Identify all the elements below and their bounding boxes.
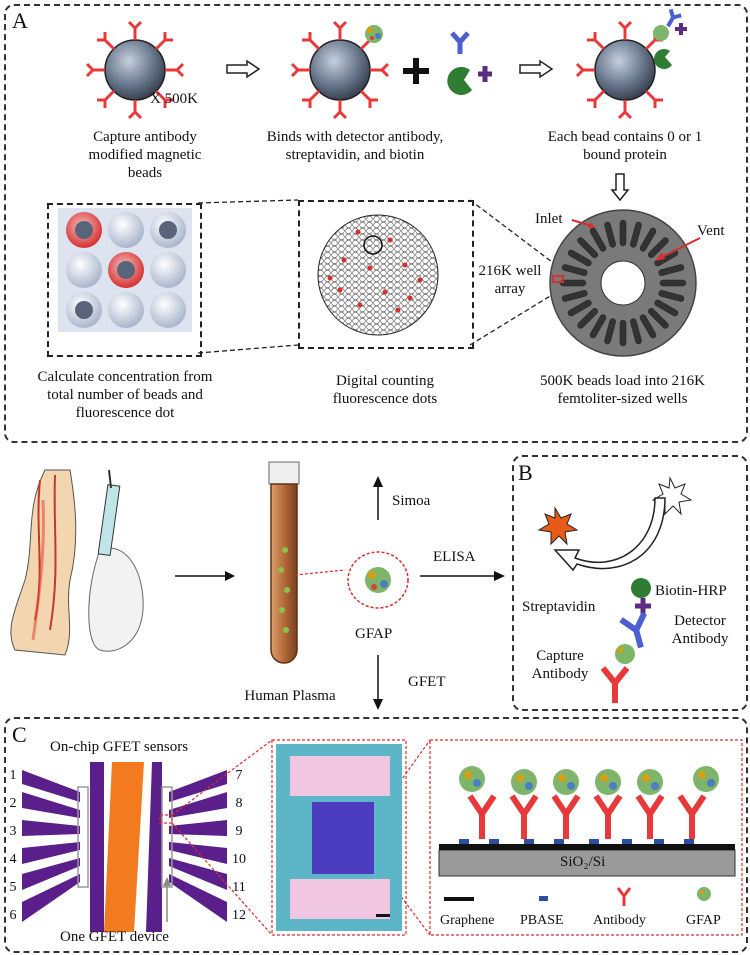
panel-c-label: C [12,722,27,747]
arrow-right-icon [519,59,554,79]
disc-slot [648,308,669,329]
disc-slot [630,318,642,345]
disc-slot [561,290,588,302]
arrow-right-icon [226,59,261,79]
biotin-hrp-label: Biotin-HRP [655,583,727,599]
inlet-arrow-icon [571,219,701,261]
simoa-disc [549,209,697,357]
panel-c [4,717,748,953]
disc-slot [639,314,657,339]
gfap-protein-icon [365,567,391,593]
gfet-sensors-title: On-chip GFET sensors [50,739,189,755]
plasma-label: Human Plasma [244,688,336,704]
plasma-tube [268,461,300,664]
sandwich-bead [575,8,687,120]
disc-slot [567,249,592,267]
simoa-label: Simoa [392,493,431,509]
disc-slot [604,318,616,345]
gfap-label: GFAP [355,626,393,642]
arrow-to-plasma-icon [175,571,235,581]
disc-slot [630,221,642,248]
bead-grid-box [47,203,202,357]
gfet-label: GFET [408,674,446,690]
gfet-chip [22,762,227,932]
bead-grid [58,208,192,332]
disc-slot [619,319,627,347]
disc-slot [561,264,588,276]
vent-label: Vent [697,223,725,239]
inlet-label: Inlet [535,211,563,227]
gfap-protein-icon [365,25,383,43]
disc-slot [619,219,627,247]
well-array-box [298,200,474,349]
legend-graphene: Graphene [440,913,495,928]
legend-pbase: PBASE [520,913,564,928]
elisa-schematic [537,476,693,703]
disc-slot [589,227,607,252]
caption-binding: Binds with detector antibody,streptavidi… [266,129,444,163]
arm-with-syringe [10,469,144,656]
bound-bead [290,20,390,120]
disc-slot [639,227,657,252]
reagents-icon [447,31,492,95]
gfet-micrograph [276,744,402,931]
legend-gfap: GFAP [686,913,721,928]
gfet-device-label: One GFET device [60,929,169,945]
disc-slot [654,299,679,317]
disc-slot [567,299,592,317]
legend-antibody: Antibody [593,913,646,928]
streptavidin-label: Streptavidin [522,599,596,615]
panel-a-label: A [12,8,28,33]
disc-slot [658,264,685,276]
disc-slot [648,237,669,258]
disc-slot [589,314,607,339]
capture-bead [85,20,185,120]
bead-multiplier: X 500K [150,91,198,107]
disc-slot [604,221,616,248]
panel-b [512,455,748,711]
plus-icon [403,58,429,84]
zoom-connectors [197,199,561,354]
device-cross-section [438,766,736,906]
disc-slot [658,290,685,302]
disc-slot [577,237,598,258]
arrow-down-icon [610,173,630,202]
disc-slot [577,308,598,329]
panel-a [4,4,748,443]
substrate-label: SiO₂/Si [560,854,606,870]
panel-b-label: B [518,460,533,485]
disc-slot [659,279,687,287]
well-array [317,214,439,336]
elisa-label: ELISA [433,549,476,565]
